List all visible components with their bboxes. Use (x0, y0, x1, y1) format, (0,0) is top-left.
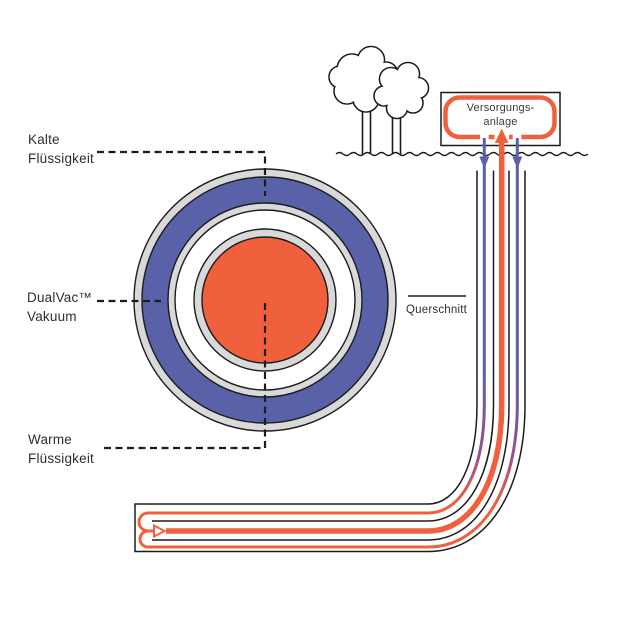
label-cold-liquid: Kalte Flüssigkeit (28, 130, 94, 168)
warm-pipe (166, 141, 505, 534)
label-vacuum-line1: DualVac™ (27, 290, 93, 305)
label-cross-section: Querschnitt (406, 304, 468, 316)
borehole-wall-outline (134, 170, 526, 553)
label-cold-line2: Flüssigkeit (28, 151, 94, 166)
label-warm-line2: Flüssigkeit (28, 451, 94, 466)
cold-flow-down-arrow (512, 156, 523, 169)
warm-flow-up-arrow (494, 128, 509, 143)
leader-cold-dashed (97, 150, 267, 196)
tree-icon (373, 61, 430, 155)
cold-pipe (138, 138, 519, 549)
facility-label-line2: anlage (483, 115, 518, 128)
facility-label-line1: Versorgungs- (466, 102, 535, 114)
label-cold-line1: Kalte (28, 132, 60, 147)
label-warm-line1: Warme (28, 432, 72, 447)
label-vacuum-line2: Vakuum (27, 309, 77, 324)
pipe-cross-section (133, 168, 397, 432)
cold-pipe (137, 138, 486, 533)
borehole-wall-line (152, 170, 510, 541)
label-warm-liquid: Warme Flüssigkeit (28, 430, 94, 468)
cold-flow-down-arrow (479, 156, 490, 169)
ground-line (335, 151, 589, 157)
leader-warm-dashed (104, 300, 267, 450)
facility-label: Versorgungs- anlage (441, 102, 560, 129)
flow-direction-arrow (153, 523, 167, 539)
label-dualvac-vacuum: DualVac™ Vakuum (27, 288, 92, 326)
borehole-wall-line (152, 170, 495, 522)
